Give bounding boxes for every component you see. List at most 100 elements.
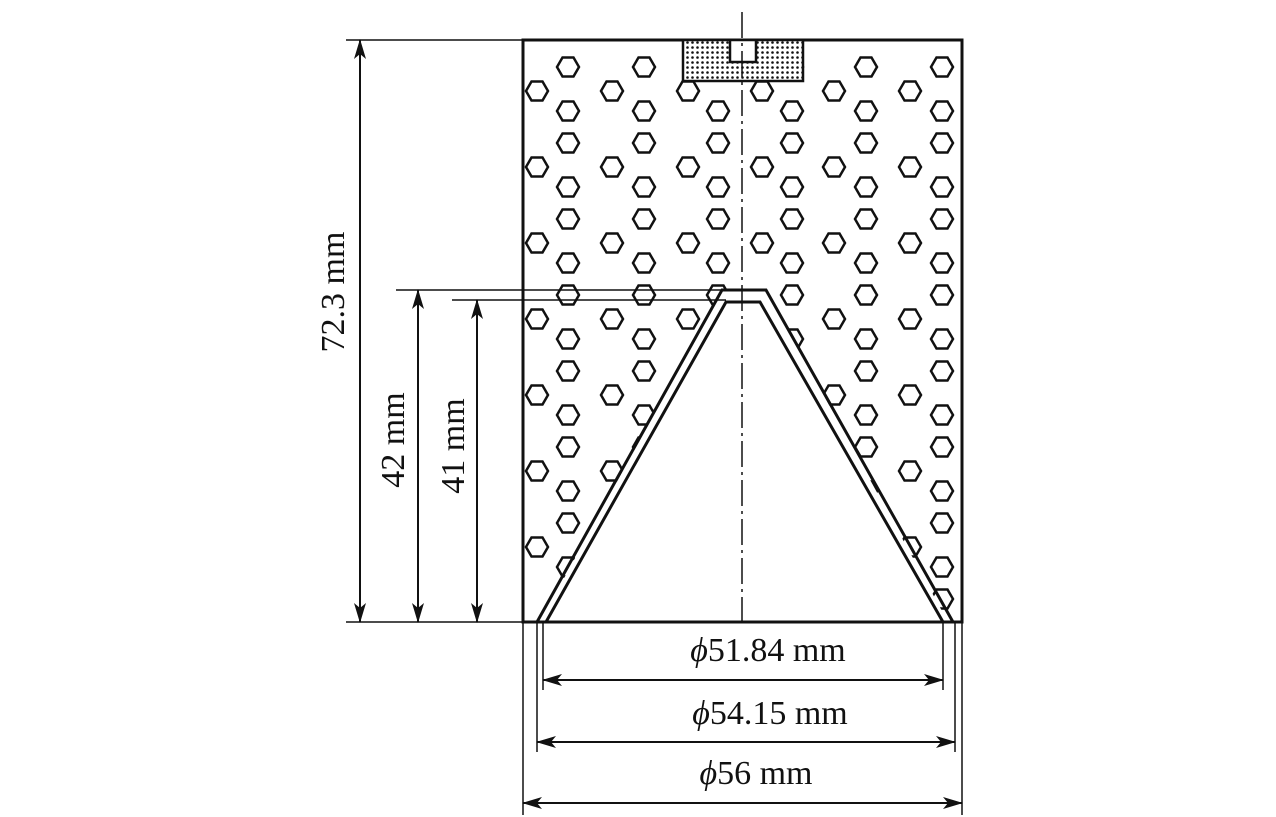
- phi-symbol: ϕ: [699, 755, 717, 792]
- label-height-outer-cone: 42 mm: [375, 392, 412, 487]
- hex-hole: [897, 384, 923, 406]
- hex-hole: [555, 436, 581, 458]
- hex-hole: [897, 460, 923, 482]
- label-dia-inner: ϕ51.84 mm: [690, 632, 846, 669]
- hex-hole: [779, 252, 805, 274]
- hex-hole: [631, 100, 657, 122]
- hex-hole: [705, 208, 731, 230]
- hex-hole: [524, 384, 550, 406]
- hex-hole: [705, 132, 731, 154]
- hex-hole: [821, 80, 847, 102]
- hex-hole: [524, 460, 550, 482]
- hex-hole: [929, 556, 955, 578]
- hex-hole: [853, 284, 879, 306]
- hex-hole: [631, 208, 657, 230]
- hex-hole: [749, 80, 775, 102]
- hex-hole: [853, 132, 879, 154]
- hex-hole: [631, 56, 657, 78]
- hex-hole: [929, 208, 955, 230]
- hex-hole: [929, 284, 955, 306]
- hex-hole: [599, 384, 625, 406]
- hex-hole: [631, 328, 657, 350]
- hex-hole: [853, 328, 879, 350]
- hex-hole: [853, 176, 879, 198]
- hex-hole: [524, 156, 550, 178]
- hex-hole: [555, 328, 581, 350]
- hex-hole: [599, 156, 625, 178]
- hex-hole: [524, 308, 550, 330]
- hex-hole: [555, 480, 581, 502]
- hex-hole: [599, 232, 625, 254]
- extension-lines: [346, 39, 963, 815]
- hex-hole: [555, 132, 581, 154]
- hex-hole: [853, 56, 879, 78]
- hex-hole: [749, 232, 775, 254]
- hex-hole: [675, 308, 701, 330]
- hex-hole: [555, 284, 581, 306]
- hex-hole: [749, 156, 775, 178]
- hex-hole: [631, 252, 657, 274]
- hex-hole: [853, 360, 879, 382]
- hex-hole: [853, 208, 879, 230]
- label-height-total: 72.3 mm: [315, 232, 352, 353]
- hex-hole: [821, 308, 847, 330]
- hex-hole: [929, 132, 955, 154]
- hex-hole: [929, 360, 955, 382]
- label-height-inner-cone: 41 mm: [435, 398, 472, 493]
- hex-hole: [675, 156, 701, 178]
- hex-hole: [779, 208, 805, 230]
- hex-hole: [705, 176, 731, 198]
- hex-hole: [524, 80, 550, 102]
- hex-hole: [631, 360, 657, 382]
- hex-hole: [779, 100, 805, 122]
- hex-hole: [821, 232, 847, 254]
- hex-hole: [897, 156, 923, 178]
- hex-hole: [631, 176, 657, 198]
- hex-hole: [675, 80, 701, 102]
- label-dia-body: ϕ56 mm: [699, 755, 812, 792]
- hex-hole: [929, 100, 955, 122]
- hex-hole: [853, 252, 879, 274]
- label-dia-inner-value: 51.84 mm: [708, 632, 846, 669]
- hex-hole: [555, 176, 581, 198]
- phi-symbol: ϕ: [690, 632, 708, 669]
- hex-hole: [929, 480, 955, 502]
- hex-hole: [705, 252, 731, 274]
- hex-hole: [599, 308, 625, 330]
- hex-hole: [897, 232, 923, 254]
- cone-inner-line: [544, 300, 945, 623]
- hex-hole: [524, 536, 550, 558]
- hex-hole: [555, 404, 581, 426]
- hex-hole: [929, 56, 955, 78]
- top-cap: [681, 38, 805, 83]
- label-dia-outer-cone-value: 54.15 mm: [710, 695, 848, 732]
- hex-hole: [555, 360, 581, 382]
- hex-hole: [555, 208, 581, 230]
- hex-hole: [555, 252, 581, 274]
- hex-hole: [929, 404, 955, 426]
- hex-hole: [897, 308, 923, 330]
- hex-hole: [779, 176, 805, 198]
- hex-hole: [631, 284, 657, 306]
- hex-hole: [853, 404, 879, 426]
- hex-hole: [779, 284, 805, 306]
- hex-hole: [599, 80, 625, 102]
- hex-hole: [929, 436, 955, 458]
- hex-hole: [675, 232, 701, 254]
- hex-hole: [821, 156, 847, 178]
- phi-symbol: ϕ: [692, 695, 710, 732]
- hex-hole: [631, 132, 657, 154]
- hex-hole: [555, 100, 581, 122]
- label-dia-body-value: 56 mm: [717, 755, 812, 792]
- cone-outer-line: [535, 288, 955, 623]
- hex-hole: [555, 512, 581, 534]
- hex-hole: [524, 232, 550, 254]
- hex-hole: [705, 100, 731, 122]
- hex-hole: [555, 56, 581, 78]
- hex-hole: [779, 132, 805, 154]
- hex-hole: [929, 512, 955, 534]
- hex-hole: [929, 252, 955, 274]
- hex-hole: [929, 328, 955, 350]
- label-dia-outer-cone: ϕ54.15 mm: [692, 695, 848, 732]
